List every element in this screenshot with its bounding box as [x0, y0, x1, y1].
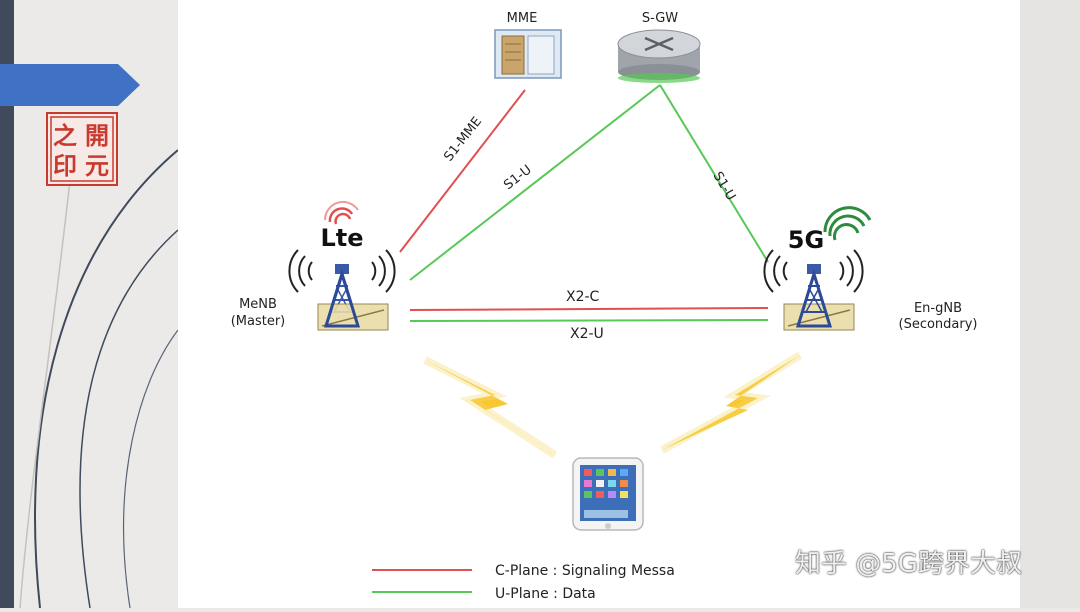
5g-logo-icon: 5G: [788, 206, 872, 254]
s1-u-right-line: [659, 84, 769, 263]
side-bar: [0, 0, 14, 608]
lightning-right-icon: [660, 351, 803, 454]
s1-mme-label: S1-MME: [441, 114, 485, 164]
sgw-label: S-GW: [642, 11, 678, 26]
s1-u-left-line: [409, 84, 661, 281]
mme-server-icon: [494, 29, 562, 79]
right-margin: [1020, 0, 1080, 608]
watermark: 知乎 @5G跨界大叔: [795, 549, 1022, 579]
svg-text:印: 印: [53, 151, 77, 180]
menb-tower-icon: [288, 249, 396, 331]
s1-u-left-label: S1-U: [501, 162, 534, 193]
lte-logo-icon: Lte: [320, 200, 364, 252]
svg-text:之: 之: [53, 121, 77, 150]
s1-u-right-label: S1-U: [710, 169, 739, 203]
arrow-tab-icon: [0, 64, 140, 106]
menb-label-line2: (Master): [231, 314, 286, 329]
svg-text:元: 元: [85, 151, 109, 180]
s1-mme-line: [399, 89, 526, 253]
lightning-left-icon: [423, 356, 558, 459]
engnb-label-line1: En-gNB: [914, 301, 962, 316]
engnb-tower-icon: [763, 249, 864, 331]
5g-logo-text: 5G: [788, 226, 824, 254]
seal-stamp: 之 開 印 元: [46, 112, 118, 186]
svg-text:開: 開: [85, 121, 109, 150]
x2-u-label: X2-U: [570, 326, 604, 342]
sgw-router-icon: [617, 29, 701, 83]
x2-c-label: X2-C: [566, 289, 600, 305]
x2-c-line: [409, 307, 769, 311]
legend-u-plane-label: U-Plane : Data: [495, 586, 596, 602]
x2-u-line: [409, 319, 769, 322]
engnb-label-line2: (Secondary): [899, 317, 978, 332]
lte-logo-text: Lte: [320, 224, 363, 252]
legend-c-plane-label: C-Plane : Signaling Messa: [495, 563, 675, 579]
seal-logo-icon: 之 開 印 元: [50, 116, 114, 182]
mme-label: MME: [507, 11, 538, 26]
smartphone-icon: [572, 457, 644, 531]
menb-label-line1: MeNB: [239, 297, 277, 312]
